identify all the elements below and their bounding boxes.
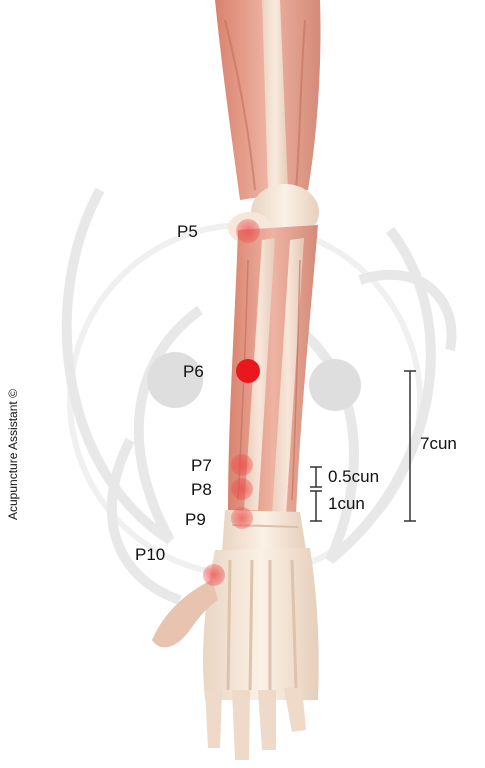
credit-text: Acupuncture Assistant ©: [6, 389, 20, 520]
point-p8-marker: [231, 478, 253, 500]
watermark-dots: [147, 352, 361, 411]
label-p5: P5: [177, 222, 198, 241]
hand: [152, 548, 319, 760]
point-p9-marker: [231, 507, 253, 529]
point-p7-marker: [231, 454, 253, 476]
label-p7: P7: [191, 456, 212, 475]
measurement-one-cun: 1cun: [328, 494, 365, 513]
label-p8: P8: [191, 480, 212, 499]
label-p6: P6: [183, 362, 204, 381]
label-p9: P9: [185, 510, 206, 529]
point-p5-marker: [236, 219, 260, 243]
point-p6-marker: [236, 359, 260, 383]
measurement-brackets: [310, 370, 416, 522]
point-p10-marker: [203, 564, 225, 586]
upper-arm: [215, 0, 321, 200]
label-p10: P10: [135, 545, 166, 564]
measurement-seven-cun: 7cun: [420, 434, 457, 453]
acupoints: [203, 219, 260, 586]
measurement-half-cun: 0.5cun: [328, 467, 380, 486]
